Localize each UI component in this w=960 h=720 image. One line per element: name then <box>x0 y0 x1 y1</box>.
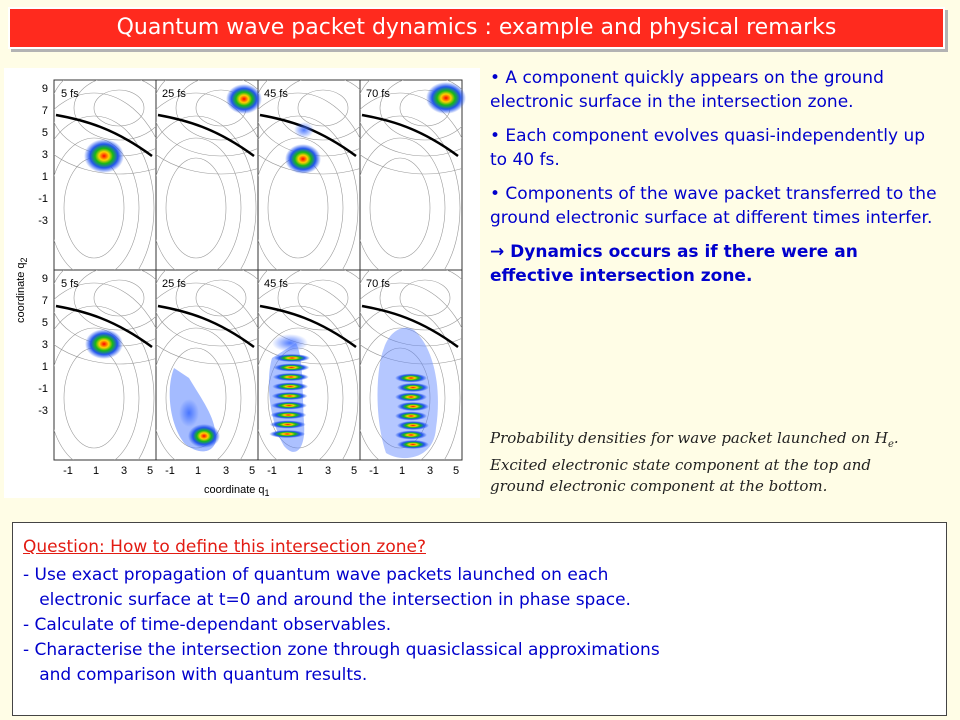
interference-fringe <box>395 392 427 402</box>
panel-time-bottom-1: 5 fs <box>61 278 79 290</box>
interference-fringe <box>272 373 309 381</box>
y-tick-label: 3 <box>42 339 48 351</box>
x-tick-label: 1 <box>399 465 405 477</box>
contours-bottom-3 <box>360 270 462 460</box>
panel-time-bottom-4: 70 fs <box>366 278 390 290</box>
interference-fringe <box>273 363 310 372</box>
y-tick-label: 5 <box>42 127 48 139</box>
y-tick-label: -3 <box>38 215 48 227</box>
question-line-3: - Calculate of time-dependant observable… <box>23 615 392 635</box>
y-tick-label: -1 <box>38 193 48 205</box>
x-tick-label: 5 <box>453 465 459 477</box>
x-tick-label: 1 <box>195 465 201 477</box>
conclusion-bullet: → Dynamics occurs as if there were an ef… <box>490 242 858 286</box>
wave-packet-figure-svg: 5 fs 25 fs 45 fs 70 fs 5 fs 25 fs 45 fs … <box>15 79 466 498</box>
x-tick-label: 5 <box>351 465 357 477</box>
x-tick-label: 3 <box>427 465 433 477</box>
x-tick-label: 5 <box>147 465 153 477</box>
wave-packet-figure: 5 fs 25 fs 45 fs 70 fs 5 fs 25 fs 45 fs … <box>4 68 480 498</box>
x-axis-label: coordinate q1 <box>204 484 270 498</box>
y-tick-label: 1 <box>42 171 48 183</box>
x-tick-label: -1 <box>267 465 277 477</box>
question-box: Question: How to define this intersectio… <box>12 522 947 716</box>
interference-fringe <box>397 421 429 430</box>
bullet-list: • A component quickly appears on the gro… <box>490 66 945 298</box>
y-tick-label: 1 <box>42 361 48 373</box>
y-tick-label: 9 <box>42 83 48 95</box>
panel-time-top-1: 5 fs <box>61 88 79 100</box>
question-line-2: electronic surface at t=0 and around the… <box>23 590 631 610</box>
panel-time-bottom-2: 25 fs <box>162 278 186 290</box>
interference-fringe <box>271 401 307 410</box>
contours-top-1 <box>156 80 258 270</box>
y-tick-label: -3 <box>38 405 48 417</box>
interference-fringe <box>269 430 306 438</box>
interference-fringe <box>270 411 307 419</box>
interference-fringe <box>397 402 429 411</box>
y-tick-label: 5 <box>42 317 48 329</box>
question-line-5: and comparison with quantum results. <box>23 665 368 685</box>
bullet-2: • Each component evolves quasi-independe… <box>490 126 926 170</box>
question-lines: - Use exact propagation of quantum wave … <box>23 563 933 688</box>
x-tick-label: -1 <box>369 465 379 477</box>
y-tick-label: 7 <box>42 295 48 307</box>
question-line-4: - Characterise the intersection zone thr… <box>23 640 660 660</box>
x-tick-label: 5 <box>249 465 255 477</box>
panel-time-top-3: 45 fs <box>264 88 288 100</box>
question-line-1: - Use exact propagation of quantum wave … <box>23 565 609 585</box>
bullet-3: • Components of the wave packet transfer… <box>490 184 937 228</box>
y-tick-label: 9 <box>42 273 48 285</box>
interference-fringe <box>395 430 427 440</box>
y-tick-label: -1 <box>38 383 48 395</box>
panel-time-bottom-3: 45 fs <box>264 278 288 290</box>
x-tick-label: 1 <box>93 465 99 477</box>
x-tick-label: 3 <box>223 465 229 477</box>
y-tick-label: 3 <box>42 149 48 161</box>
bullet-1: • A component quickly appears on the gro… <box>490 68 884 112</box>
x-tick-label: 1 <box>297 465 303 477</box>
interference-fringe <box>397 383 429 392</box>
intersection-seams <box>55 113 459 349</box>
interference-fringe <box>397 440 429 449</box>
wave-packets-bottom <box>85 327 438 459</box>
interference-fringe <box>274 354 310 362</box>
interference-fringe <box>269 420 306 429</box>
x-tick-label: -1 <box>165 465 175 477</box>
panel-grid <box>53 79 463 461</box>
question-heading: Question: How to define this intersectio… <box>23 537 426 557</box>
slide-title: Quantum wave packet dynamics : example a… <box>8 7 945 49</box>
panel-time-top-2: 25 fs <box>162 88 186 100</box>
y-axis-label: coordinate q2 <box>15 257 29 323</box>
interference-fringe <box>395 411 427 421</box>
contours-top-3 <box>360 80 462 270</box>
interference-fringe <box>272 382 309 391</box>
interference-fringe <box>271 392 308 400</box>
x-tick-label: 3 <box>325 465 331 477</box>
wave-packets-top <box>84 82 466 174</box>
x-tick-label: 3 <box>121 465 127 477</box>
x-tick-label: -1 <box>63 465 73 477</box>
figure-caption: Probability densities for wave packet la… <box>490 429 899 495</box>
interference-fringe <box>395 373 427 383</box>
y-tick-label: 7 <box>42 105 48 117</box>
panel-time-top-4: 70 fs <box>366 88 390 100</box>
